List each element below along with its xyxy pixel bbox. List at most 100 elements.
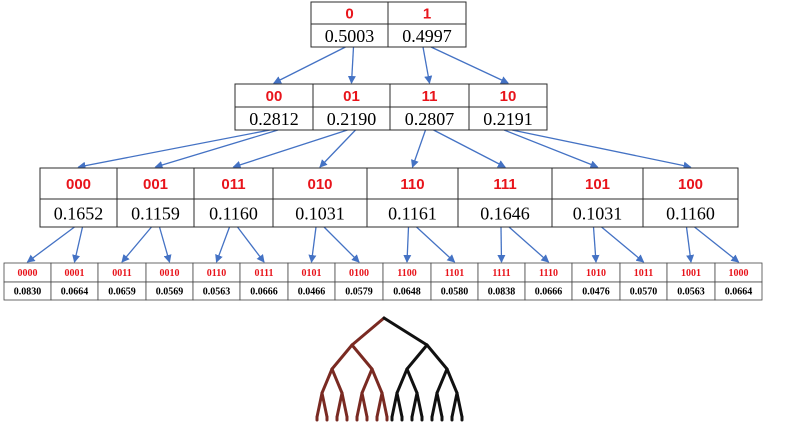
tree-branch — [405, 367, 419, 395]
tree-branch — [395, 367, 409, 395]
tree-arrow — [26, 226, 75, 263]
node-0001: 0001 0.0664 — [50, 262, 99, 301]
code-cell — [457, 167, 553, 200]
probability-label: 0.5003 — [325, 26, 375, 46]
tree-arrow — [511, 129, 692, 170]
tree-arrow — [273, 46, 346, 84]
probability-label: 0.0580 — [441, 287, 469, 298]
code-label: 0010 — [160, 268, 180, 279]
code-label: 0111 — [255, 268, 274, 279]
prob-cell — [272, 198, 368, 228]
tree-arrow — [503, 129, 599, 169]
code-label: 0001 — [65, 268, 85, 279]
code-label: 10 — [500, 88, 517, 105]
tree-arrow — [308, 226, 317, 263]
tree-arrow — [433, 129, 506, 168]
tree-arrow — [508, 226, 550, 263]
node-110: 1100.1161 — [366, 167, 459, 228]
probability-label: 0.0830 — [14, 287, 42, 298]
code-label: 1111 — [492, 268, 510, 279]
node-000: 0000.1652 — [39, 167, 118, 228]
node-0: 0 0.5003 — [310, 1, 389, 48]
code-label: 0 — [345, 5, 353, 22]
code-label: 1010 — [586, 268, 606, 279]
arrow-layer — [26, 46, 740, 263]
tree-branch — [390, 391, 399, 419]
tree-arrow — [601, 226, 645, 263]
tree-branch — [330, 343, 354, 371]
tree-arrow — [422, 46, 433, 84]
probability-label: 0.1646 — [480, 203, 530, 223]
code-label: 1101 — [445, 268, 464, 279]
probability-label: 0.1031 — [573, 203, 623, 223]
code-cell — [39, 167, 118, 200]
code-label: 000 — [66, 176, 91, 193]
node-1101: 1101 0.0580 — [430, 262, 479, 301]
tree-branch — [375, 391, 384, 419]
tree-branch — [435, 367, 449, 395]
level-2-table: 0000.16520010.11590110.11600100.10311100… — [39, 167, 739, 228]
prob-cell — [457, 198, 553, 228]
tree-arrow — [694, 226, 740, 263]
probability-label: 0.1159 — [131, 203, 180, 223]
probability-label: 0.0563 — [677, 287, 705, 298]
code-label: 010 — [307, 176, 332, 193]
code-label: 0101 — [302, 268, 322, 279]
probability-label: 0.0664 — [725, 287, 753, 298]
tree-arrow — [72, 226, 84, 263]
tree-branch — [435, 391, 444, 419]
prob-cell — [468, 106, 548, 131]
node-100: 1000.1160 — [642, 167, 739, 228]
probability-label: 0.0563 — [203, 287, 231, 298]
code-label: 01 — [343, 88, 360, 105]
code-label: 0000 — [18, 268, 38, 279]
tree-branch — [370, 367, 384, 395]
probability-label: 0.2807 — [405, 109, 455, 129]
probability-label: 0.2190 — [327, 109, 377, 129]
tree-arrow — [591, 226, 600, 263]
prob-cell — [366, 198, 459, 228]
probability-label: 0.0579 — [345, 287, 373, 298]
code-label: 1 — [423, 5, 431, 22]
tree-arrow — [215, 226, 231, 263]
tree-branch — [395, 391, 404, 419]
node-0000: 0000 0.0830 — [3, 262, 52, 301]
node-11: 11 0.2807 — [389, 83, 470, 131]
tree-branch — [380, 391, 389, 419]
tree-arrow — [347, 46, 356, 84]
tree-branch — [340, 391, 349, 419]
prob-cell — [387, 23, 467, 48]
tree-branch — [320, 367, 334, 395]
code-cell — [193, 167, 274, 200]
tree-branch — [350, 316, 386, 347]
probability-label: 0.1161 — [388, 203, 437, 223]
code-label: 1100 — [397, 268, 416, 279]
level-3-table: 00000.083000010.066400110.065900100.0569… — [3, 262, 763, 301]
probability-label: 0.0648 — [393, 287, 421, 298]
code-label: 100 — [678, 176, 703, 193]
code-label: 101 — [585, 176, 610, 193]
tree-arrow — [416, 226, 456, 263]
tree-branch — [360, 367, 374, 395]
code-label: 1000 — [729, 268, 749, 279]
node-101: 101 0.1031 — [551, 167, 644, 228]
probability-label: 0.0664 — [61, 287, 89, 298]
code-label: 001 — [143, 176, 168, 193]
code-label: 0100 — [349, 268, 369, 279]
tree-arrow — [497, 226, 506, 263]
code-label: 1011 — [634, 268, 653, 279]
prob-cell — [642, 198, 739, 228]
tree-branch — [410, 391, 419, 419]
probability-label: 0.2812 — [249, 109, 299, 129]
tree-branch — [350, 343, 374, 371]
tree-branch — [445, 367, 459, 395]
tree-branch — [425, 343, 449, 371]
code-label: 11 — [422, 88, 438, 105]
